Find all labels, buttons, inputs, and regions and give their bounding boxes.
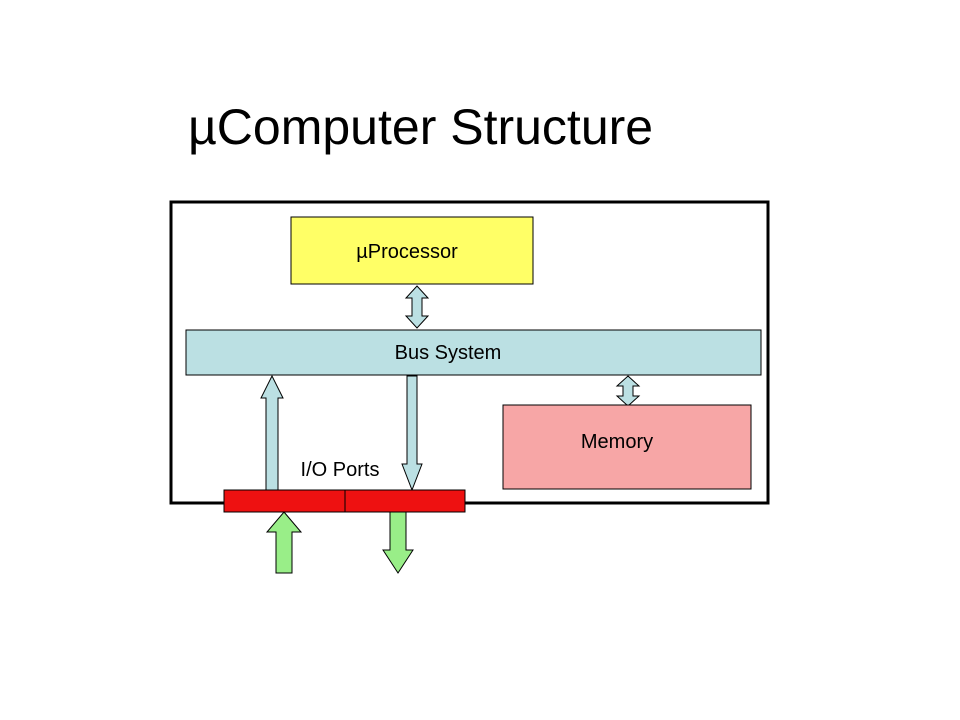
system-boundary xyxy=(169,200,770,505)
processor-box xyxy=(290,216,534,285)
bus-system-label: Bus System xyxy=(395,342,502,364)
external-input-arrow xyxy=(265,511,303,574)
output-port xyxy=(344,489,466,513)
memory-box xyxy=(502,404,752,490)
input-port xyxy=(223,489,346,513)
slide-title: µComputer Structure xyxy=(188,99,654,155)
io-ports-label: I/O Ports xyxy=(301,459,380,481)
processor-label: µProcessor xyxy=(356,241,458,263)
bus-system-box xyxy=(185,329,762,376)
bus-to-output-arrow xyxy=(401,375,423,492)
processor-bus-arrow xyxy=(404,285,430,329)
input-to-bus-arrow xyxy=(260,374,284,491)
bus-memory-arrow xyxy=(615,375,641,407)
external-output-arrow xyxy=(382,511,414,574)
memory-label: Memory xyxy=(581,431,653,453)
